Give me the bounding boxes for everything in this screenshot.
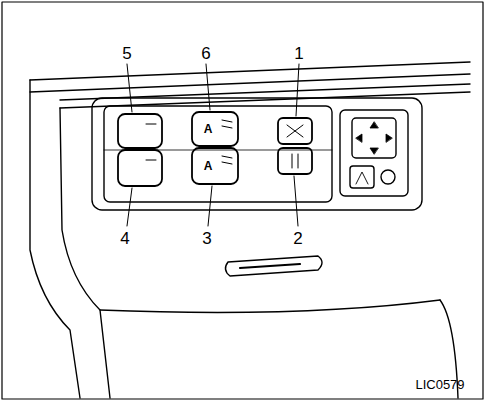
callout-number: 1 (294, 45, 303, 62)
switch-marking: A (204, 160, 213, 172)
callout-number: 5 (122, 45, 131, 62)
callout-number: 6 (201, 45, 210, 62)
callout-number: 3 (202, 230, 211, 247)
switch-marking: A (204, 123, 213, 135)
figure-code: LIC0579 (415, 378, 464, 391)
callout-number: 2 (293, 230, 302, 247)
callout-number: 4 (120, 230, 129, 247)
